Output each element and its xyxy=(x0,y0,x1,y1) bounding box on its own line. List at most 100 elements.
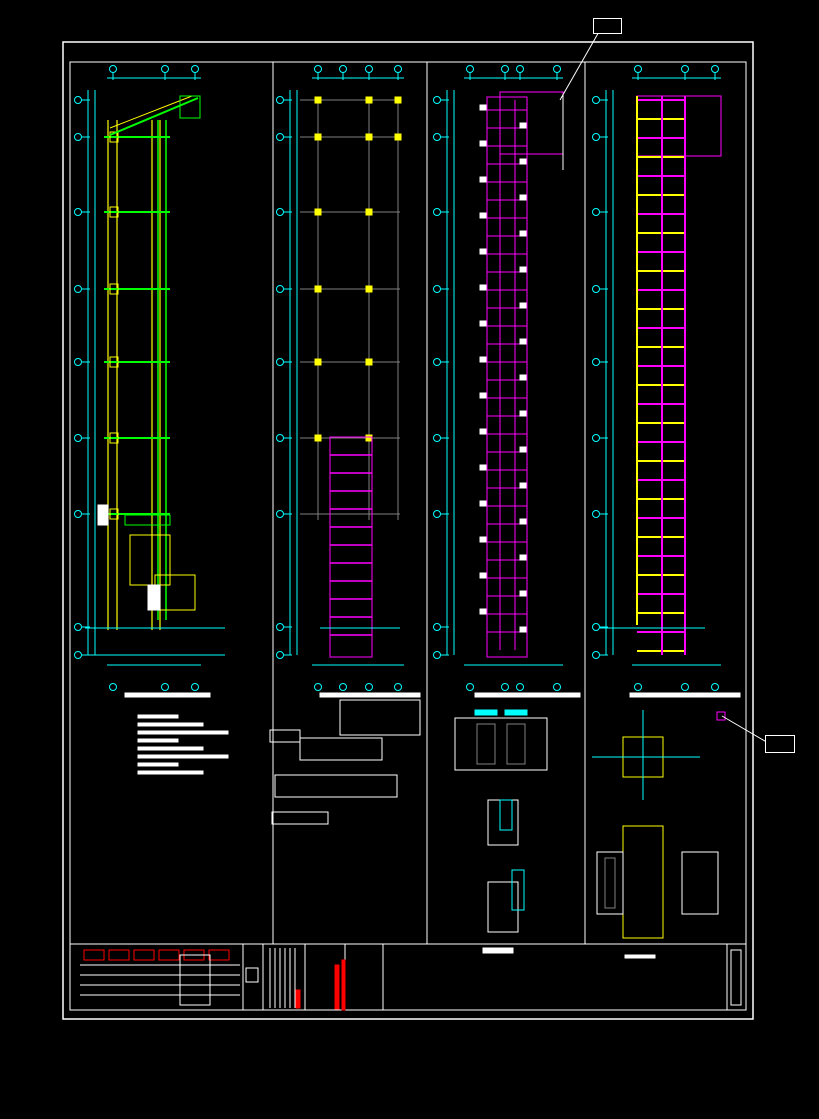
p1-axis-bubble-top-0 xyxy=(109,65,117,73)
title-block-red-cell-1 xyxy=(108,949,130,961)
p1-note-line-1 xyxy=(137,722,204,727)
p2-axis-bubble-left-4 xyxy=(276,358,284,366)
p3-rebar-tag-2 xyxy=(479,140,487,147)
p3-rebar-tag-19 xyxy=(519,446,527,453)
p3-top-landing xyxy=(499,91,564,155)
p3-rebar-tag-27 xyxy=(519,590,527,597)
title-block-caption-1 xyxy=(482,947,514,954)
panels xyxy=(74,65,741,939)
p3-rebar-tag-4 xyxy=(479,176,487,183)
p1-axis-bubble-top-1 xyxy=(161,65,169,73)
p3-axis-bubble-bottom-1 xyxy=(501,683,509,691)
title-block-caption-2 xyxy=(624,954,656,959)
p3-rebar-tag-16 xyxy=(479,392,487,399)
p1-note-line-6 xyxy=(137,762,179,767)
title-block-red-bar-2 xyxy=(334,964,340,1010)
p3-axis-bubble-left-2 xyxy=(433,208,441,216)
p3-rebar-tag-25 xyxy=(519,554,527,561)
title-block-red-bar-1 xyxy=(295,989,301,1009)
p4-axis-bubble-bottom-1 xyxy=(681,683,689,691)
title-block xyxy=(80,944,742,1011)
p4-axis-bubble-left-6 xyxy=(592,510,600,518)
p3-detail-b-hatch xyxy=(499,799,513,831)
p4-top-landing xyxy=(636,95,722,157)
p3-axis-bubble-left-7 xyxy=(433,623,441,631)
p3-axis-bubble-top-0 xyxy=(466,65,474,73)
p2-column-marker-12 xyxy=(314,434,322,442)
p1-base-column-box xyxy=(129,534,171,586)
p1-axis-bubble-bottom-0 xyxy=(109,683,117,691)
p2-axis-bubble-bottom-2 xyxy=(365,683,373,691)
title-block-red-cell-0 xyxy=(83,949,105,961)
p3-rebar-tag-9 xyxy=(519,266,527,273)
p2-column-marker-10 xyxy=(314,358,322,366)
p1-floor-node-3 xyxy=(109,356,119,368)
p3-detail-a-head-2 xyxy=(504,709,528,716)
p4-axis-bubble-bottom-2 xyxy=(711,683,719,691)
p3-detail-b-outline xyxy=(487,799,519,846)
p1-floor-node-4 xyxy=(109,432,119,444)
p2-axis-bubble-left-1 xyxy=(276,133,284,141)
p3-rebar-tag-15 xyxy=(519,374,527,381)
p3-rebar-tag-0 xyxy=(479,104,487,111)
p3-axis-bubble-left-5 xyxy=(433,434,441,442)
p3-rebar-tag-13 xyxy=(519,338,527,345)
p3-rebar-tag-6 xyxy=(479,212,487,219)
p2-axis-bubble-top-3 xyxy=(394,65,402,73)
title-block-logo xyxy=(245,967,259,983)
p2-axis-bubble-top-2 xyxy=(365,65,373,73)
p3-rebar-tag-1 xyxy=(519,122,527,129)
panel-section-elevation xyxy=(74,65,229,775)
p1-axis-bubble-left-3 xyxy=(74,285,82,293)
p4-axis-bubble-left-2 xyxy=(592,208,600,216)
p3-axis-bubble-left-3 xyxy=(433,285,441,293)
p3-axis-bubble-left-6 xyxy=(433,510,441,518)
p2-core-outline xyxy=(329,436,373,658)
p3-axis-bubble-top-1 xyxy=(501,65,509,73)
p3-axis-bubble-left-1 xyxy=(433,133,441,141)
title-block-red-bar-3 xyxy=(341,959,346,1011)
p4-detail-marker xyxy=(716,711,726,721)
p2-axis-bubble-left-0 xyxy=(276,96,284,104)
p4-axis-bubble-top-0 xyxy=(634,65,642,73)
p1-axis-bubble-left-2 xyxy=(74,208,82,216)
p3-slab-outline xyxy=(486,96,528,658)
p3-rebar-tag-14 xyxy=(479,356,487,363)
p1-axis-bubble-top-2 xyxy=(191,65,199,73)
p2-column-marker-6 xyxy=(314,208,322,216)
p2-column-marker-13 xyxy=(365,434,373,442)
p1-axis-bubble-left-5 xyxy=(74,434,82,442)
p1-base-wall-box xyxy=(124,514,171,526)
panel-beam-reinforcement xyxy=(592,65,741,939)
p3-axis-bubble-top-2 xyxy=(516,65,524,73)
p1-axis-bubble-left-6 xyxy=(74,510,82,518)
p4-footing-detail xyxy=(622,825,664,939)
p1-axis-bubble-left-0 xyxy=(74,96,82,104)
p1-caption-bar xyxy=(124,692,211,698)
p2-axis-bubble-bottom-3 xyxy=(394,683,402,691)
p4-axis-bubble-top-2 xyxy=(711,65,719,73)
p2-notes-tag xyxy=(269,729,301,743)
p1-note-line-0 xyxy=(137,714,179,719)
p4-axis-bubble-left-1 xyxy=(592,133,600,141)
p1-axis-bubble-left-1 xyxy=(74,133,82,141)
p1-roof-box xyxy=(179,95,201,119)
callout-leader-right xyxy=(721,715,771,745)
p3-rebar-tag-29 xyxy=(519,626,527,633)
p4-axis-bubble-bottom-0 xyxy=(634,683,642,691)
title-block-sheet-tab xyxy=(730,949,742,1006)
p3-axis-bubble-left-8 xyxy=(433,651,441,659)
p4-footing-right xyxy=(681,851,719,915)
title-block-red-cell-2 xyxy=(133,949,155,961)
p1-axis-bubble-bottom-1 xyxy=(161,683,169,691)
inner-border xyxy=(69,61,747,1011)
p4-footing-hatch xyxy=(604,857,616,909)
p2-schedule-table xyxy=(274,774,398,798)
p1-floor-node-5 xyxy=(109,508,119,520)
p1-note-block-1 xyxy=(97,504,109,526)
p3-detail-c-outline xyxy=(487,881,519,933)
p2-notes-table-1 xyxy=(339,699,421,736)
p2-schedule-legend xyxy=(271,811,329,825)
p3-rebar-tag-21 xyxy=(519,482,527,489)
